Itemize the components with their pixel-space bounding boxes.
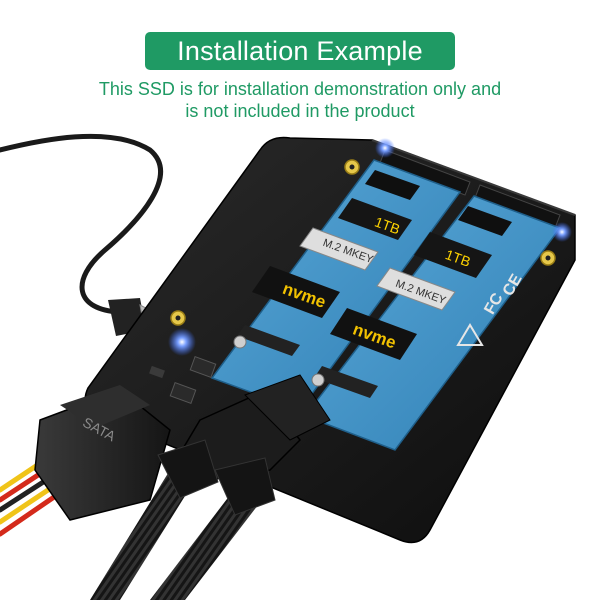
ssd-right-sticker <box>376 267 456 311</box>
ssd-left-nvme-chip <box>252 266 340 318</box>
m2-slot-left <box>379 149 471 196</box>
ssd-left: 1TB M.2 MKEY nvme <box>210 159 462 411</box>
ssd-left-chip-1tb <box>338 198 412 240</box>
ssd-right-chip-1tb <box>414 232 492 278</box>
led-top <box>375 138 395 158</box>
sata-data-cables <box>90 470 258 600</box>
led-left <box>168 328 196 356</box>
ssd-left-sticker <box>299 227 379 271</box>
sata-power-connector: SATA <box>34 385 171 521</box>
disclaimer-line-1: This SSD is for installation demonstrati… <box>98 79 502 99</box>
title-banner: Installation Example <box>145 32 455 70</box>
led-right <box>552 222 572 242</box>
usb-cable <box>0 133 164 315</box>
disclaimer-line-2: is not included in the product <box>185 101 415 121</box>
sata-data-connectors <box>157 374 331 516</box>
title-text: Installation Example <box>177 35 423 66</box>
ssd-right: 1TB M.2 MKEY nvme <box>303 195 562 451</box>
mounting-screws <box>170 159 556 387</box>
ssd-right-nvme-chip <box>330 308 417 360</box>
disclaimer-note: This SSD is for installation demonstrati… <box>0 78 600 122</box>
